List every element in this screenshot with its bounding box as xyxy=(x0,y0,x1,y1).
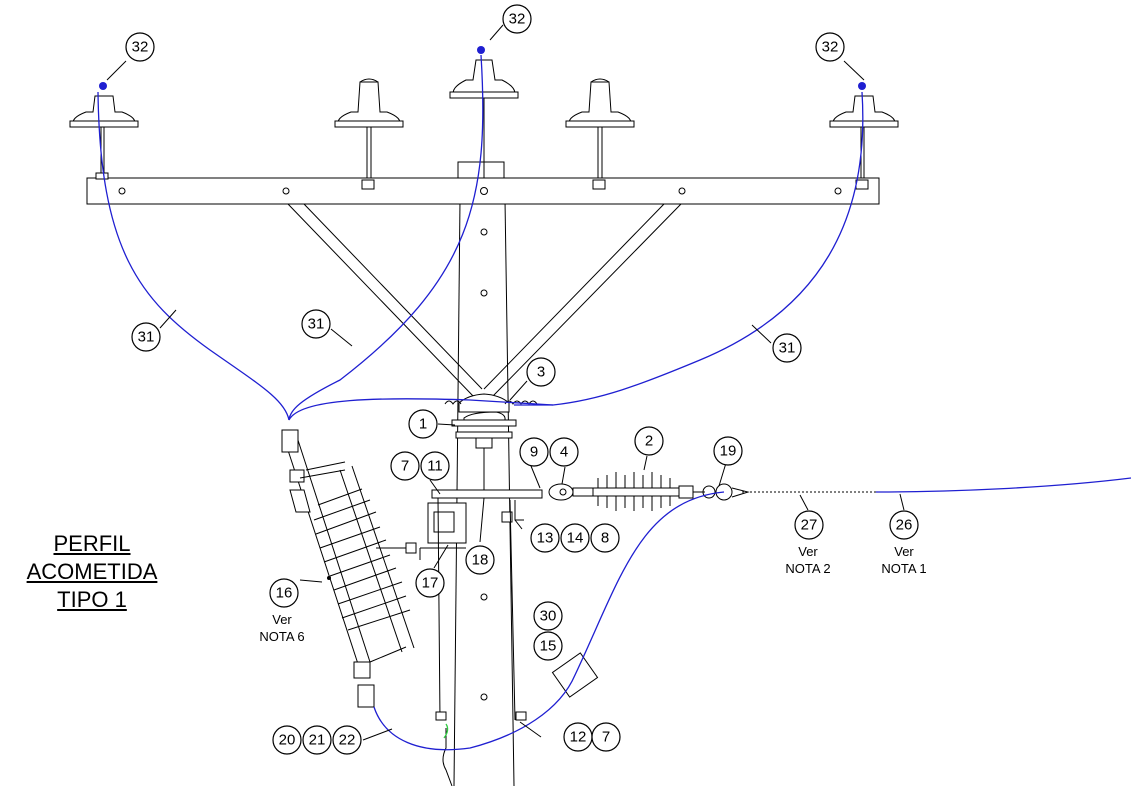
surge-arrester xyxy=(281,429,407,708)
svg-text:12: 12 xyxy=(570,729,587,746)
callout-20: 20 xyxy=(272,725,302,755)
pin-insulator-3 xyxy=(449,46,519,178)
callout-31-right: 31 xyxy=(772,333,802,363)
fuse-cutout-insulator xyxy=(313,465,415,653)
pin-insulator-1 xyxy=(69,82,139,180)
note-27-nota: NOTA 2 xyxy=(785,561,830,576)
post-insulator xyxy=(444,393,538,493)
callout-19: 19 xyxy=(713,436,743,466)
svg-text:2: 2 xyxy=(645,433,653,450)
svg-text:1: 1 xyxy=(419,416,427,433)
leader-lines xyxy=(106,24,905,741)
callout-22: 22 xyxy=(332,725,362,755)
ground-conductor xyxy=(442,723,453,786)
svg-text:3: 3 xyxy=(537,364,545,381)
callout-30: 30 xyxy=(533,601,563,631)
svg-text:8: 8 xyxy=(601,530,609,547)
svg-text:13: 13 xyxy=(537,530,554,547)
callout-16: 16 xyxy=(269,578,299,608)
conductors xyxy=(97,54,1131,751)
svg-text:4: 4 xyxy=(560,444,568,461)
bracket-assembly xyxy=(405,489,543,721)
title-line-2: ACOMETIDA xyxy=(26,559,158,584)
pin-insulator-2 xyxy=(334,78,404,190)
callout-1: 1 xyxy=(408,409,438,439)
svg-text:32: 32 xyxy=(132,39,149,56)
pin-insulator-5 xyxy=(829,82,899,190)
note-16-nota: NOTA 6 xyxy=(259,629,304,644)
svg-text:11: 11 xyxy=(427,458,443,475)
callout-7-top: 7 xyxy=(390,451,420,481)
callout-12: 12 xyxy=(563,722,593,752)
svg-text:9: 9 xyxy=(530,444,538,461)
note-27-ver: Ver xyxy=(798,544,818,559)
callout-13: 13 xyxy=(530,523,560,553)
svg-text:14: 14 xyxy=(567,530,584,547)
note-16-ver: Ver xyxy=(272,612,292,627)
callout-32-center: 32 xyxy=(502,4,532,34)
svg-text:31: 31 xyxy=(308,316,325,333)
title-line-1: PERFIL xyxy=(53,531,131,556)
callout-17: 17 xyxy=(415,568,445,598)
callout-8: 8 xyxy=(590,523,620,553)
note-26-ver: Ver xyxy=(894,544,914,559)
callout-32-right: 32 xyxy=(815,32,845,62)
callout-26: 26 xyxy=(889,510,919,540)
callout-2: 2 xyxy=(634,426,664,456)
title-line-3: TIPO 1 xyxy=(57,587,127,612)
svg-text:16: 16 xyxy=(276,585,293,602)
note-26-nota: NOTA 1 xyxy=(881,561,926,576)
callout-14: 14 xyxy=(560,523,590,553)
svg-text:20: 20 xyxy=(279,732,296,749)
callout-3: 3 xyxy=(526,357,556,387)
svg-text:30: 30 xyxy=(540,608,557,625)
svg-text:17: 17 xyxy=(422,575,439,592)
callout-11: 11 xyxy=(420,451,450,481)
callout-27: 27 xyxy=(794,510,824,540)
svg-text:31: 31 xyxy=(779,340,796,357)
svg-text:27: 27 xyxy=(801,517,818,534)
callout-31-left: 31 xyxy=(131,322,161,352)
callout-15: 15 xyxy=(533,631,563,661)
callout-18: 18 xyxy=(465,545,495,575)
crossarm-braces xyxy=(287,203,682,398)
callout-21: 21 xyxy=(302,725,332,755)
svg-text:7: 7 xyxy=(602,729,610,746)
strain-insulator xyxy=(548,472,750,511)
pin-insulator-4 xyxy=(565,78,635,190)
svg-text:31: 31 xyxy=(138,329,155,346)
crossarm xyxy=(86,177,880,205)
callout-31-center: 31 xyxy=(301,309,331,339)
callout-32-left: 32 xyxy=(125,32,155,62)
svg-text:32: 32 xyxy=(509,11,526,28)
svg-text:19: 19 xyxy=(720,443,737,460)
svg-text:26: 26 xyxy=(896,517,913,534)
svg-text:32: 32 xyxy=(822,39,839,56)
svg-text:15: 15 xyxy=(540,638,557,655)
callout-7-bottom: 7 xyxy=(591,722,621,752)
svg-text:21: 21 xyxy=(309,732,326,749)
callout-9: 9 xyxy=(519,437,549,467)
callout-4: 4 xyxy=(549,437,579,467)
svg-text:7: 7 xyxy=(401,458,409,475)
svg-text:18: 18 xyxy=(472,552,489,569)
svg-text:22: 22 xyxy=(339,732,356,749)
drawing-title: PERFIL ACOMETIDA TIPO 1 xyxy=(12,530,172,614)
